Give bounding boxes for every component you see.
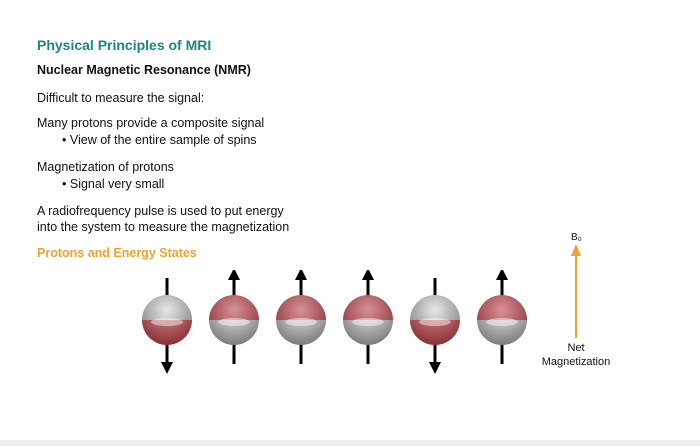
text-magnetization: Magnetization of protons [37, 160, 174, 174]
net-magnetization-arrow [571, 244, 581, 338]
text-difficult: Difficult to measure the signal: [37, 91, 205, 105]
proton-diagram [142, 270, 527, 374]
slide-subtitle: Nuclear Magnetic Resonance (NMR) [37, 63, 251, 77]
text-rf-pulse-line2: into the system to measure the magnetiza… [37, 220, 290, 234]
bottom-bar [0, 440, 700, 446]
proton-4-up [343, 270, 393, 364]
net-label: Net [567, 342, 585, 354]
proton-5-down [410, 278, 460, 374]
magnetization-label: Magnetization [541, 356, 611, 368]
text-rf-pulse-line1: A radiofrequency pulse is used to put en… [37, 204, 284, 218]
slide-title: Physical Principles of MRI [37, 37, 212, 53]
proton-3-up [276, 270, 326, 364]
bullet-signal-small: Signal very small [62, 176, 164, 192]
text-many-protons: Many protons provide a composite signal [37, 116, 265, 130]
bullet-view-sample: View of the entire sample of spins [62, 132, 257, 148]
proton-1-down [142, 278, 192, 374]
field-label: B₀ [571, 232, 582, 243]
section-heading: Protons and Energy States [37, 246, 197, 260]
proton-6-up [477, 270, 527, 364]
proton-2-up [209, 270, 259, 364]
